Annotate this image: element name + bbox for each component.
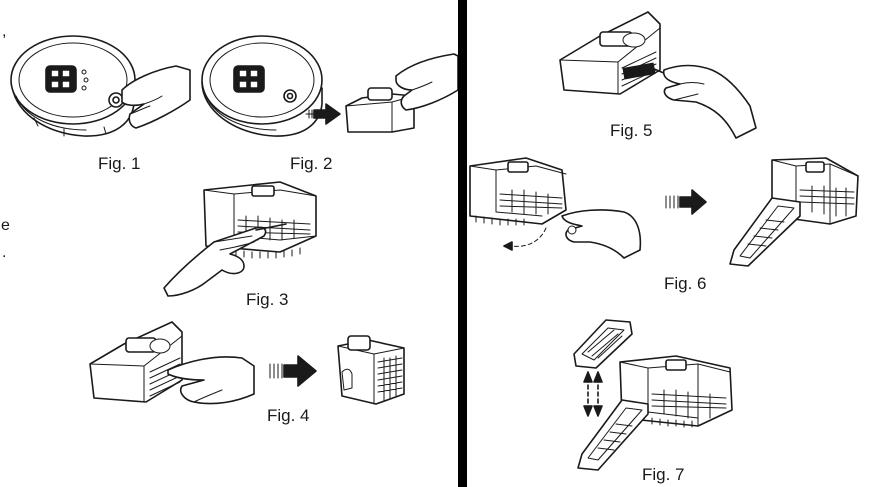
fig2-robot-bin-removal-illustration (201, 35, 459, 137)
fig4-caption: Fig. 4 (267, 406, 310, 425)
fig3-bin-brushing-illustration (163, 181, 317, 297)
fig4-arrow-icon (269, 355, 317, 387)
fig6-caption: Fig. 6 (664, 274, 707, 293)
cropped-text-fragment: e (1, 217, 10, 234)
cropped-text-fragment: . (2, 244, 7, 261)
fig1-caption: Fig. 1 (98, 154, 141, 173)
cropped-text-fragment: , (2, 23, 7, 40)
fig5-bin-cleaning-illustration (559, 11, 757, 139)
fig2-arrow-icon (305, 103, 341, 125)
fig7-caption: Fig. 7 (642, 465, 685, 484)
fig6-arrow-icon (665, 189, 707, 215)
fig2-caption: Fig. 2 (290, 154, 333, 173)
column-divider (458, 0, 467, 487)
fig4-filter-removal-illustration (89, 321, 405, 405)
fig1-robot-illustration (10, 35, 191, 137)
fig5-caption: Fig. 5 (610, 121, 653, 140)
fig6-bin-opening-illustration (469, 157, 859, 267)
fig3-caption: Fig. 3 (246, 290, 289, 309)
fig7-filter-replacement-illustration (573, 319, 733, 471)
